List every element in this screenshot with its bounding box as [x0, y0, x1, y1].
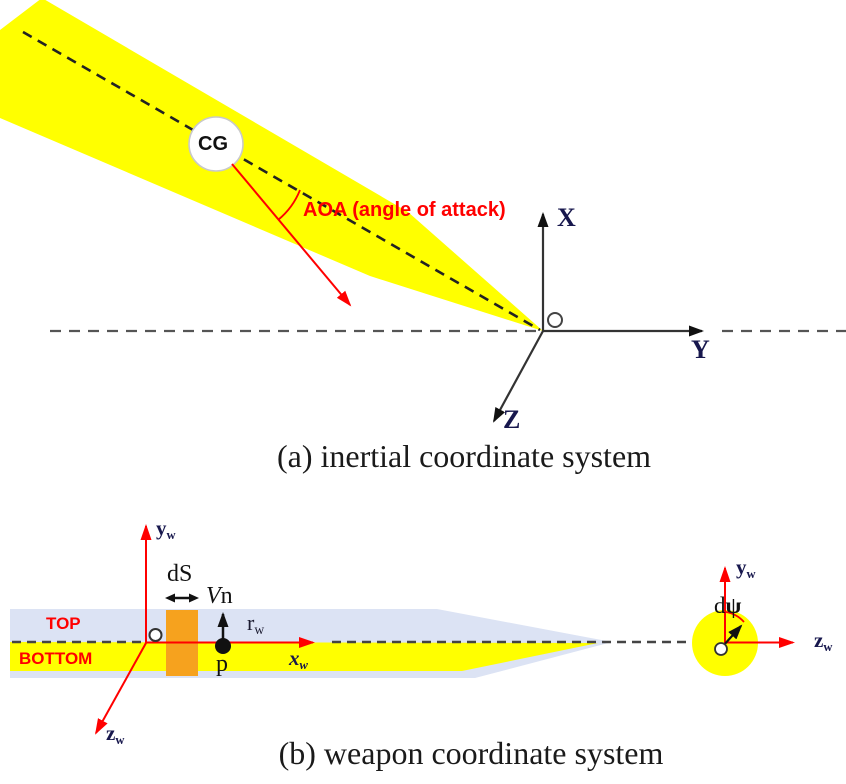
cs-yw-sub: w	[746, 566, 756, 581]
rw-sub: w	[254, 622, 265, 638]
axis-yw-label: yw	[156, 516, 176, 542]
dpsi-arrow	[722, 624, 743, 647]
velocity-arrow	[231, 163, 352, 307]
dpsi-arc	[725, 611, 745, 623]
axis-zw-line	[95, 642, 147, 735]
bottom-label: BOTTOM	[19, 649, 93, 668]
cg-label: CG	[198, 133, 228, 155]
point-p-dot	[215, 638, 231, 654]
dpsi-label: dψ	[714, 594, 741, 617]
axis-z-line	[493, 330, 544, 423]
axis-z-label: Z	[503, 405, 521, 434]
cs-yw-main: y	[736, 555, 747, 579]
cs-center-marker	[714, 642, 728, 656]
ds-arrowhead-left	[165, 593, 175, 603]
zw-sub: w	[115, 732, 125, 747]
dpsi-psi: ψ	[725, 593, 742, 618]
body-centerline-a	[22, 30, 541, 332]
yw-main: y	[156, 516, 167, 540]
axis-x-label: X	[557, 203, 576, 232]
cs-axis-zw-label: zw	[814, 628, 833, 654]
projectile-body-a	[0, 0, 543, 331]
rw-label: rw	[247, 612, 264, 637]
axis-xw-label: xw	[289, 646, 308, 672]
p-label: p	[216, 651, 228, 677]
rw-main: r	[247, 610, 255, 635]
yw-sub: w	[166, 527, 176, 542]
cs-zw-sub: w	[823, 639, 833, 654]
caption-b: (b) weapon coordinate system	[278, 735, 664, 771]
vn-rest: n	[220, 583, 233, 609]
axis-zw-label: zw	[106, 721, 125, 747]
ds-arrowhead-right	[189, 593, 199, 603]
xw-sub: w	[299, 657, 308, 672]
origin-marker-b	[148, 628, 163, 642]
dpsi-d: d	[714, 593, 726, 618]
zw-main: z	[106, 721, 116, 745]
cg-circle	[188, 116, 244, 172]
ds-label: dS	[167, 561, 193, 587]
xw-main: x	[289, 646, 300, 670]
axis-y-label: Y	[691, 335, 710, 364]
top-label: TOP	[46, 614, 81, 633]
aoa-label: AOA (angle of attack)	[303, 199, 506, 221]
aoa-arc	[277, 189, 301, 221]
origin-marker-a	[547, 312, 563, 328]
cs-axis-yw-label: yw	[736, 555, 756, 581]
cs-zw-main: z	[814, 628, 824, 652]
weapon-body-bottom-surface	[10, 642, 598, 671]
vn-label: Vn	[206, 584, 233, 608]
vn-main: V	[206, 583, 221, 609]
caption-a: (a) inertial coordinate system	[276, 438, 652, 474]
